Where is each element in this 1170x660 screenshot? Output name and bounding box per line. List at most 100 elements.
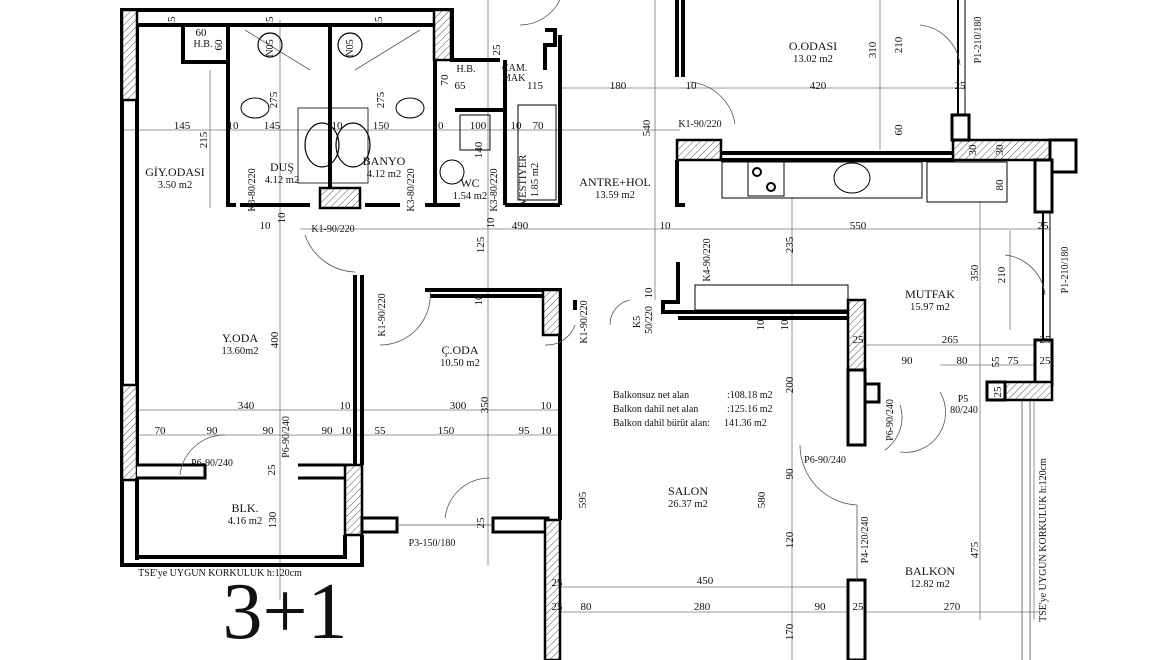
door-label: K1-90/220 xyxy=(678,119,721,130)
dimension-value: 130 xyxy=(267,511,279,528)
railing-label: TSE'ye UYGUN KORKULUK h:120cm xyxy=(138,568,302,579)
dimension-value: 210 xyxy=(996,266,1008,283)
dimension-value: 90 xyxy=(784,468,796,480)
room-area: 15.97 m2 xyxy=(910,302,950,313)
dimension-value: 540 xyxy=(641,119,653,136)
dimension-value: 10 xyxy=(643,287,655,299)
dimension-value: 70 xyxy=(155,425,167,437)
dimension-value: 55 xyxy=(990,356,1002,368)
door-label: 50/220 xyxy=(644,306,655,334)
area-note-label: Balkon dahil net alan xyxy=(613,404,698,415)
room-area: 13.60m2 xyxy=(221,346,258,357)
dimension-value: 10 xyxy=(433,120,445,132)
door-label: P5 xyxy=(958,394,969,405)
dimension-value: 90 xyxy=(263,425,275,437)
dimension-value: 10 xyxy=(340,400,352,412)
room-area: 4.12 m2 xyxy=(367,169,401,180)
dimension-value: 10 xyxy=(485,217,497,229)
door-label: K4-90/220 xyxy=(702,238,713,281)
dimension-value: 25 xyxy=(853,601,865,613)
dimension-value: 30 xyxy=(967,144,979,156)
fixture-label: H.B. xyxy=(457,64,476,75)
dimension-value: 350 xyxy=(479,396,491,413)
dimension-value: 340 xyxy=(238,400,255,412)
door-label: P6-90/240 xyxy=(804,455,846,466)
door-label: P3-150/180 xyxy=(409,538,456,549)
plan-type-title: 3+1 xyxy=(222,568,347,656)
dimension-value: 275 xyxy=(375,91,387,108)
dimension-value: 450 xyxy=(697,575,714,587)
dimension-value: 10 xyxy=(686,80,698,92)
room-name: SALON xyxy=(668,484,708,498)
fixture-label: MAK xyxy=(502,73,526,84)
dimension-value: 10 xyxy=(755,319,767,331)
door-label: K3-80/220 xyxy=(406,168,417,211)
dimension-value: 125 xyxy=(475,236,487,253)
dimension-value: 90 xyxy=(902,355,914,367)
dimension-value: 25 xyxy=(552,601,564,613)
door-label: P6-90/240 xyxy=(191,458,233,469)
dimension-value: 25 xyxy=(853,334,865,346)
dimension-value: 145 xyxy=(264,120,281,132)
dimension-value: 25 xyxy=(552,577,564,589)
dimension-value: 170 xyxy=(784,623,796,640)
fixture-label: H.B. xyxy=(194,39,213,50)
room-area: 10.50 m2 xyxy=(440,358,480,369)
dimension-value: 115 xyxy=(527,80,544,92)
dimension-value: 420 xyxy=(810,80,827,92)
dimension-value: 70 xyxy=(533,120,545,132)
dimension-value: 10 xyxy=(276,212,288,224)
dimension-value: 265 xyxy=(942,334,959,346)
dimension-value: 310 xyxy=(867,41,879,58)
dimension-lines xyxy=(120,0,1050,660)
dimension-value: 25 xyxy=(264,16,276,28)
dimension-value: 300 xyxy=(450,400,467,412)
dimension-value: 10 xyxy=(511,120,523,132)
dimension-value: 180 xyxy=(610,80,627,92)
dimension-value: 10 xyxy=(660,220,672,232)
room-area: 13.59 m2 xyxy=(595,190,635,201)
dimension-value: 25 xyxy=(1038,220,1050,232)
area-note-label: Balkonsuz net alan xyxy=(613,390,689,401)
door-label: K1-90/220 xyxy=(579,300,590,343)
fixture-label: N05 xyxy=(345,39,356,56)
dimension-value: 90 xyxy=(815,601,827,613)
dimension-value: 475 xyxy=(969,541,981,558)
dimension-value: 10 xyxy=(473,294,485,306)
dimension-value: 145 xyxy=(174,120,191,132)
dimension-value: 10 xyxy=(228,120,240,132)
dimension-value: 25 xyxy=(166,16,178,28)
dimension-value: 25 xyxy=(1040,334,1052,346)
dimension-value: 235 xyxy=(784,236,796,253)
area-note-value: :125.16 m2 xyxy=(727,404,773,415)
dimension-value: 280 xyxy=(694,601,711,613)
fixture-label: N05 xyxy=(265,39,276,56)
railing-label: TSE'ye UYGUN KORKULUK h:120cm xyxy=(1038,458,1049,622)
dimension-value: 150 xyxy=(438,425,455,437)
door-label: K1-90/220 xyxy=(311,224,354,235)
room-name: GİY.ODASI xyxy=(145,165,204,179)
room-name: BALKON xyxy=(905,564,955,578)
dimension-value: 25 xyxy=(992,386,1004,398)
dimension-value: 30 xyxy=(994,144,1006,156)
dimension-value: 75 xyxy=(1008,355,1020,367)
dimension-value: 10 xyxy=(332,120,344,132)
room-name: DUŞ xyxy=(270,160,294,174)
room-name: O.ODASI xyxy=(789,39,837,53)
dimension-value: 25 xyxy=(1040,355,1052,367)
dimension-value: 95 xyxy=(519,425,531,437)
area-note-value: 141.36 m2 xyxy=(724,418,767,429)
dimension-value: 270 xyxy=(944,601,961,613)
dimension-value: 10 xyxy=(341,425,353,437)
walls xyxy=(120,0,1078,660)
door-label: K1-90/220 xyxy=(377,293,388,336)
room-name: Y.ODA xyxy=(222,331,258,345)
dimension-value: 275 xyxy=(268,91,280,108)
dimension-value: 60 xyxy=(196,27,208,39)
room-area: 1.85 m2 xyxy=(530,163,541,197)
dimension-value: 10 xyxy=(779,319,791,331)
dimension-value: 120 xyxy=(784,531,796,548)
door-label: K3-80/220 xyxy=(247,168,258,211)
door-label: P6-90/240 xyxy=(281,416,292,458)
dimension-value: 60 xyxy=(893,124,905,136)
